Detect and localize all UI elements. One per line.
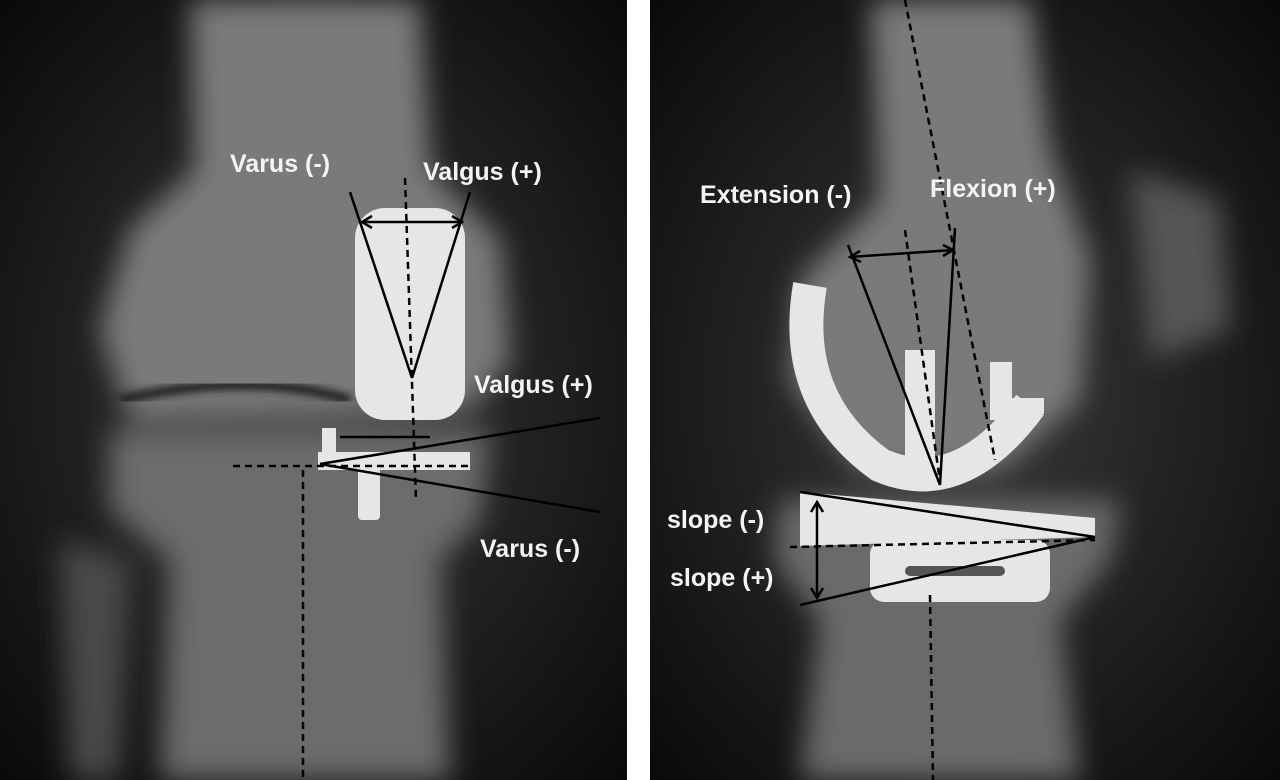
tibial-tray	[800, 492, 1095, 546]
label-flexion: Flexion (+)	[930, 175, 1056, 203]
label-femoral-valgus: Valgus (+)	[423, 158, 542, 186]
panel-divider	[627, 0, 650, 780]
label-slope-minus: slope (-)	[667, 506, 764, 534]
tibial-stem	[358, 468, 380, 520]
sagittal-alignment-lines	[789, 0, 1096, 780]
label-femoral-varus: Varus (-)	[230, 150, 330, 178]
ap-xray-panel: Varus (-) Valgus (+) Valgus (+) Varus (-…	[0, 0, 627, 780]
coronal-alignment-lines	[233, 177, 601, 780]
label-slope-plus: slope (+)	[670, 564, 774, 592]
label-tibial-varus: Varus (-)	[480, 535, 580, 563]
label-extension: Extension (-)	[700, 181, 851, 209]
label-tibial-valgus: Valgus (+)	[474, 371, 593, 399]
lateral-xray-panel: Extension (-) Flexion (+) slope (-) slop…	[650, 0, 1280, 780]
femoral-component	[789, 282, 1044, 492]
